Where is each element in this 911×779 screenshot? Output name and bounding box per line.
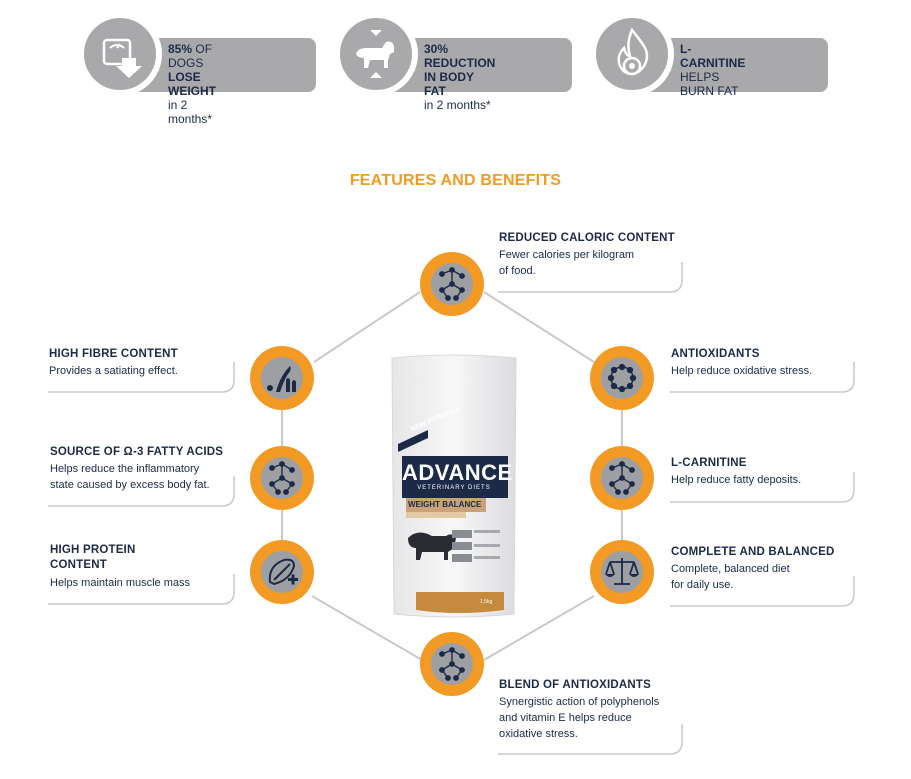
badge-text: 30% REDUCTION IN BODY FAT in 2 months* xyxy=(424,42,496,112)
ring-molecule-icon xyxy=(607,363,637,393)
muscle-plus-icon xyxy=(268,558,298,586)
wheat-icon xyxy=(267,366,296,392)
molecule-icon xyxy=(269,461,295,495)
badge-circle xyxy=(334,12,418,96)
flame-gear-icon xyxy=(617,27,649,76)
feature-title-balanced: COMPLETE AND BALANCED xyxy=(671,546,835,558)
section-heading: FEATURES AND BENEFITS xyxy=(349,172,562,189)
feature-title-antioxidants: ANTIOXIDANTS xyxy=(671,348,760,360)
node-high-fibre xyxy=(250,346,314,410)
node-reduced-calories xyxy=(420,252,484,316)
product-bag-image xyxy=(391,354,517,618)
feature-desc-protein: Helps maintain muscle mass xyxy=(50,577,190,589)
feature-title-fibre: HIGH FIBRE CONTENT xyxy=(49,348,178,360)
badge-circle xyxy=(78,12,162,96)
bag-product-name: WEIGHT BALANCE xyxy=(408,500,482,509)
feature-title-carnitine: L-CARNITINE xyxy=(671,457,747,469)
molecule-icon xyxy=(439,267,465,301)
node-high-protein xyxy=(250,540,314,604)
balance-scale-icon xyxy=(605,558,639,585)
molecule-icon xyxy=(439,647,465,681)
bag-brand: ADVANCE xyxy=(402,460,513,485)
dog-icon xyxy=(356,30,394,78)
bag-weight: 1,5kg xyxy=(480,599,493,605)
node-l-carnitine xyxy=(590,446,654,510)
node-antioxidants xyxy=(590,346,654,410)
node-omega3 xyxy=(250,446,314,510)
feature-desc-fibre: Provides a satiating effect. xyxy=(49,365,178,377)
feature-title-caloric: REDUCED CALORIC CONTENT xyxy=(499,232,675,244)
bag-subbrand: VETERINARY DIETS xyxy=(417,485,491,491)
badge-text: 85% OF DOGS LOSE WEIGHT in 2 months* xyxy=(168,42,216,126)
scale-icon xyxy=(102,38,142,78)
feature-title-blend: BLEND OF ANTIOXIDANTS xyxy=(499,679,651,691)
feature-desc-antioxidants: Help reduce oxidative stress. xyxy=(671,365,813,377)
molecule-icon xyxy=(609,461,635,495)
node-blend-antioxidants xyxy=(420,632,484,696)
node-complete-balanced xyxy=(590,540,654,604)
feature-title-omega: SOURCE OF Ω-3 FATTY ACIDS xyxy=(50,446,224,458)
feature-desc-carnitine: Help reduce fatty deposits. xyxy=(671,474,802,486)
badge-text: L-CARNITINE HELPS BURN FAT xyxy=(680,42,746,98)
badge-circle xyxy=(590,12,674,96)
